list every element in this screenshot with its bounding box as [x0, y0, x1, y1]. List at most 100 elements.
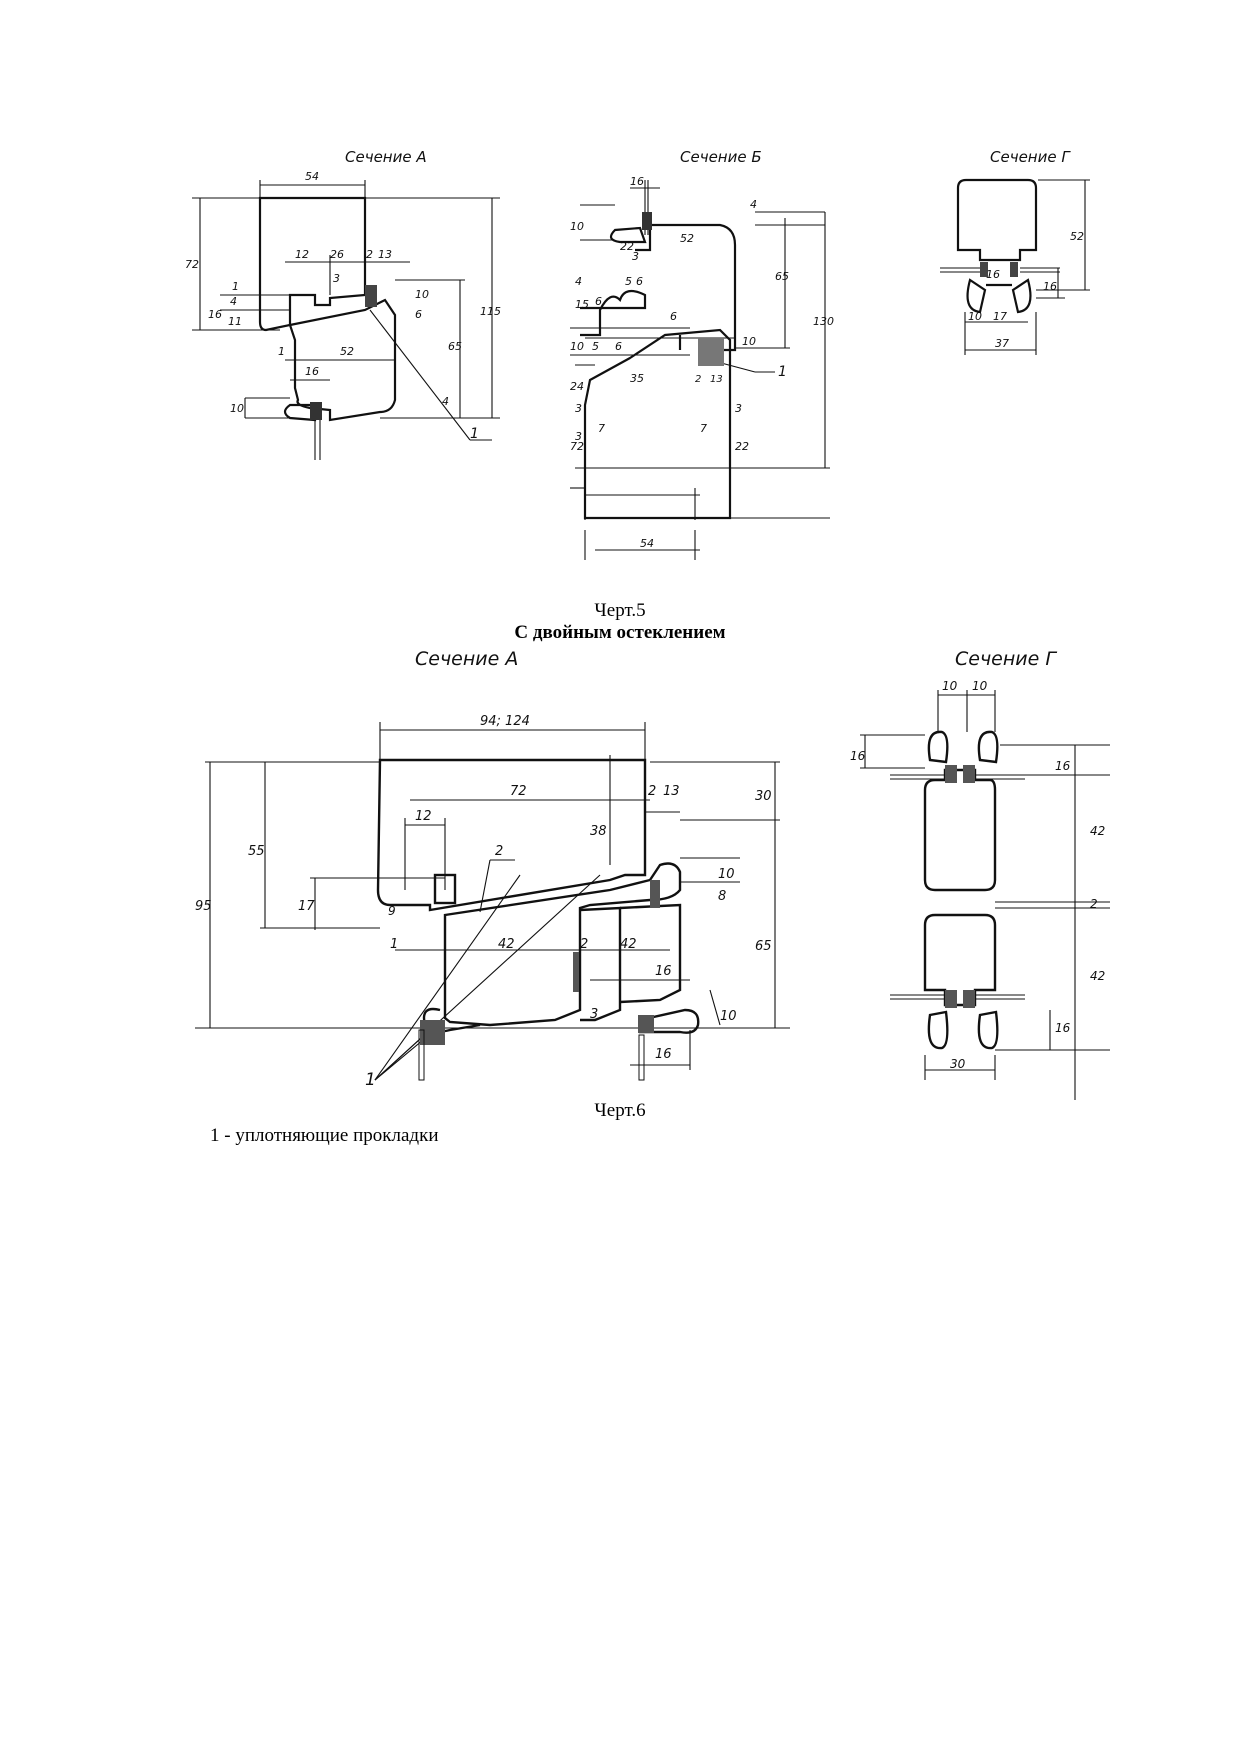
dim-label: 26 [330, 248, 344, 261]
fig6-section-a-drawing: Сечение А 94; 124 95 55 72 2 13 30 12 38… [180, 650, 800, 1100]
dim-label: 15 [575, 298, 589, 311]
dim-label: 65 [448, 340, 462, 353]
dim-label: 54 [305, 170, 319, 183]
dim-label: 24 [570, 380, 584, 393]
dim-label: 16 [208, 308, 222, 321]
dim-label: 10 [968, 310, 982, 323]
dim-label: 16 [630, 175, 644, 188]
dim-label: 3 [575, 430, 582, 443]
dim-label: 16 [655, 1047, 672, 1062]
dim-label: 6 [595, 295, 602, 308]
dim-label: 1 [232, 280, 239, 293]
dim-label: 52 [340, 345, 354, 358]
dim-label: 2 [366, 248, 373, 261]
dim-label: 42 [498, 937, 515, 952]
dim-label: 11 [228, 315, 242, 328]
dim-label: 10 [570, 340, 584, 353]
dim-label: 55 [248, 844, 265, 859]
dim-label: 3 [590, 1007, 598, 1022]
fig5-a-title: Сечение А [345, 150, 427, 166]
dim-label: 6 [615, 340, 622, 353]
dim-label: 42 [1090, 969, 1105, 983]
dim-label: 13 [663, 784, 680, 799]
legend-note: 1 - уплотняющие прокладки [210, 1125, 439, 1146]
dim-label: 5 [592, 340, 599, 353]
dim-label: 10 [942, 679, 958, 693]
fig5-section-b-drawing: Сечение Б 16 10 4 22 52 3 65 130 4 15 5 … [570, 150, 890, 570]
dim-label: 72 [510, 784, 527, 799]
dim-label: 30 [950, 1057, 966, 1071]
dim-label: 3 [575, 402, 582, 415]
dim-label: 30 [755, 789, 772, 804]
subheading: С двойным остеклением [514, 622, 726, 643]
figure6-caption: Черт.6 [594, 1100, 646, 1121]
fig5-section-a-drawing: Сечение А 54 72 115 65 16 11 4 1 12 26 2… [180, 150, 550, 530]
leader-label: 1 [365, 1070, 376, 1090]
dim-label: 5 [625, 275, 632, 288]
dim-label: 3 [632, 250, 639, 263]
dim-label: 65 [775, 270, 789, 283]
dim-label: 94; 124 [480, 714, 530, 729]
fig5-g-title: Сечение Г [990, 150, 1071, 166]
dim-label: 2 [648, 784, 656, 799]
dim-label: 52 [1070, 230, 1084, 243]
dim-label: 13 [378, 248, 392, 261]
dim-label: 10 [230, 402, 244, 415]
fig6-a-title: Сечение А [415, 650, 518, 670]
dim-label: 54 [640, 537, 654, 550]
dim-label: 4 [230, 295, 237, 308]
dim-label: 10 [415, 288, 429, 301]
dim-label: 72 [185, 258, 199, 271]
dim-label: 95 [195, 899, 212, 914]
dim-label: 8 [718, 889, 726, 904]
dim-label: 16 [1055, 759, 1071, 773]
dim-label: 16 [1043, 280, 1057, 293]
dim-label: 115 [480, 305, 501, 318]
dim-label: 2 [580, 937, 588, 952]
dim-label: 130 [813, 315, 834, 328]
dim-label: 37 [995, 337, 1009, 350]
dim-label: 52 [680, 232, 694, 245]
dim-label: 16 [850, 749, 866, 763]
dim-label: 12 [295, 248, 309, 261]
dim-label: 1 [278, 345, 285, 358]
dim-label: 9 [388, 904, 396, 918]
dim-label: 4 [750, 198, 757, 211]
dim-label: 2 [1090, 897, 1098, 911]
dim-label: 7 [700, 422, 707, 435]
fig5-section-g-drawing: Сечение Г 52 16 16 10 17 37 [940, 150, 1140, 400]
dim-label: 7 [598, 422, 605, 435]
fig5-b-title: Сечение Б [680, 150, 762, 166]
dim-label: 17 [298, 899, 315, 914]
dim-label: 16 [1055, 1021, 1071, 1035]
dim-label: 22 [620, 240, 634, 253]
dim-label: 17 [993, 310, 1007, 323]
dim-label: 6 [415, 308, 422, 321]
dim-label: 1 [390, 937, 398, 952]
dim-label: 12 [415, 809, 432, 824]
dim-label: 16 [986, 268, 1000, 281]
dim-label: 10 [718, 867, 735, 882]
dim-label: 10 [972, 679, 988, 693]
fig6-section-g-drawing: Сечение Г 10 10 16 16 42 2 42 16 30 [850, 650, 1130, 1100]
dim-label: 2 [495, 844, 503, 859]
dim-label: 6 [636, 275, 643, 288]
dim-label: 4 [575, 275, 582, 288]
leader-label: 1 [470, 426, 479, 442]
dim-label: 16 [655, 964, 672, 979]
dim-label: 10 [570, 220, 584, 233]
leader-label: 1 [778, 364, 787, 380]
dim-label: 2 [695, 374, 701, 385]
dim-label: 6 [670, 310, 677, 323]
dim-label: 65 [755, 939, 772, 954]
dim-label: 38 [590, 824, 607, 839]
dim-label: 16 [305, 365, 319, 378]
dim-label: 3 [735, 402, 742, 415]
figure5-caption: Черт.5 [594, 600, 646, 621]
fig6-g-title: Сечение Г [955, 650, 1057, 670]
dim-label: 72 [570, 440, 584, 453]
dim-label: 4 [442, 395, 449, 408]
dim-label: 22 [735, 440, 749, 453]
dim-label: 42 [1090, 824, 1105, 838]
dim-label: 10 [720, 1009, 737, 1024]
